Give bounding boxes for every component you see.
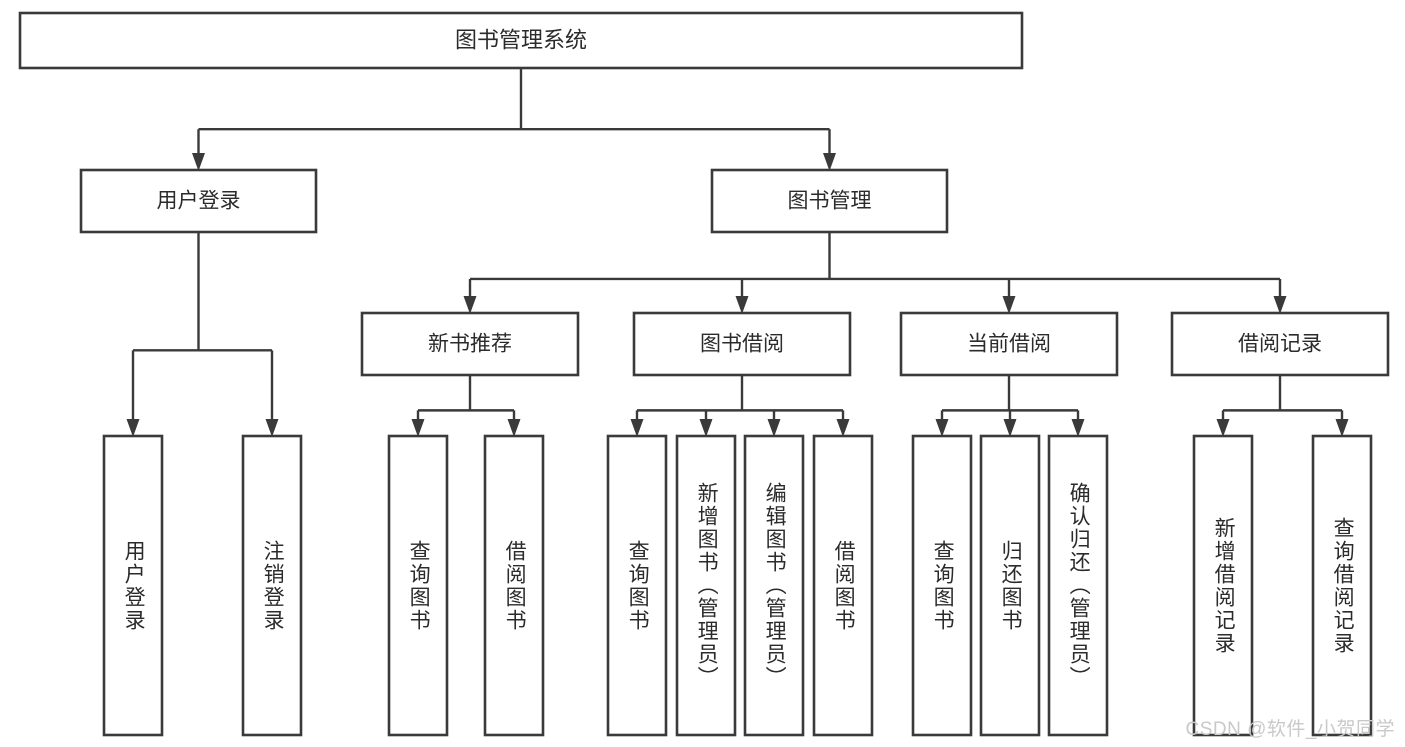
node-box-leaf-add-book[interactable] — [675, 434, 737, 737]
connector-arrowhead — [126, 419, 140, 437]
node-box-leaf-user-login[interactable] — [102, 434, 164, 737]
connector-arrowhead — [192, 153, 205, 171]
node-box-leaf-borrow-book-1[interactable] — [483, 434, 545, 737]
node-box-root[interactable] — [18, 11, 1024, 70]
connector-arrowhead — [767, 419, 781, 437]
connector-arrowhead — [823, 153, 836, 171]
node-box-current-borrow[interactable] — [899, 311, 1119, 377]
node-box-borrow-record[interactable] — [1170, 311, 1390, 377]
connector-arrowhead — [935, 419, 949, 437]
connector-arrowhead — [699, 419, 713, 437]
node-box-leaf-add-record[interactable] — [1192, 434, 1254, 737]
node-label-book-manage: 图书管理 — [788, 190, 872, 213]
node-box-leaf-confirm-return[interactable] — [1047, 434, 1109, 737]
connector-arrowhead — [836, 419, 850, 437]
node-box-leaf-user-logout[interactable] — [241, 434, 303, 737]
node-label-borrow-record: 借阅记录 — [1238, 333, 1322, 356]
node-box-book-manage[interactable] — [710, 168, 949, 234]
node-box-new-book-rec[interactable] — [360, 311, 580, 377]
node-box-leaf-query-book-3[interactable] — [911, 434, 973, 737]
connector-arrowhead — [411, 419, 425, 437]
connector-arrowhead — [1071, 419, 1085, 437]
node-box-book-borrow[interactable] — [632, 311, 852, 377]
connector-layer — [126, 68, 1349, 437]
connector-arrowhead — [1002, 296, 1016, 314]
connector-arrowhead — [1003, 419, 1017, 437]
node-box-leaf-query-record[interactable] — [1311, 434, 1373, 737]
node-label-current-borrow: 当前借阅 — [967, 333, 1051, 356]
connector-arrowhead — [265, 419, 279, 437]
node-box-layer — [18, 11, 1390, 737]
connector-arrowhead — [630, 419, 644, 437]
connector-arrowhead — [1335, 419, 1349, 437]
node-label-user-login: 用户登录 — [157, 190, 241, 213]
node-label-new-book-rec: 新书推荐 — [428, 333, 512, 356]
node-box-leaf-query-book-2[interactable] — [606, 434, 668, 737]
connector-arrowhead — [1273, 296, 1287, 314]
node-label-root: 图书管理系统 — [455, 27, 587, 52]
connector-arrowhead — [463, 296, 477, 314]
node-box-leaf-edit-book[interactable] — [743, 434, 805, 737]
connector-arrowhead — [507, 419, 521, 437]
connector-arrowhead — [1216, 419, 1230, 437]
node-label-book-borrow: 图书借阅 — [700, 333, 784, 356]
node-box-leaf-return-book[interactable] — [979, 434, 1041, 737]
node-box-leaf-borrow-book-2[interactable] — [812, 434, 874, 737]
node-box-user-login[interactable] — [79, 168, 318, 234]
connector-arrowhead — [735, 296, 749, 314]
node-box-leaf-query-book-1[interactable] — [387, 434, 449, 737]
